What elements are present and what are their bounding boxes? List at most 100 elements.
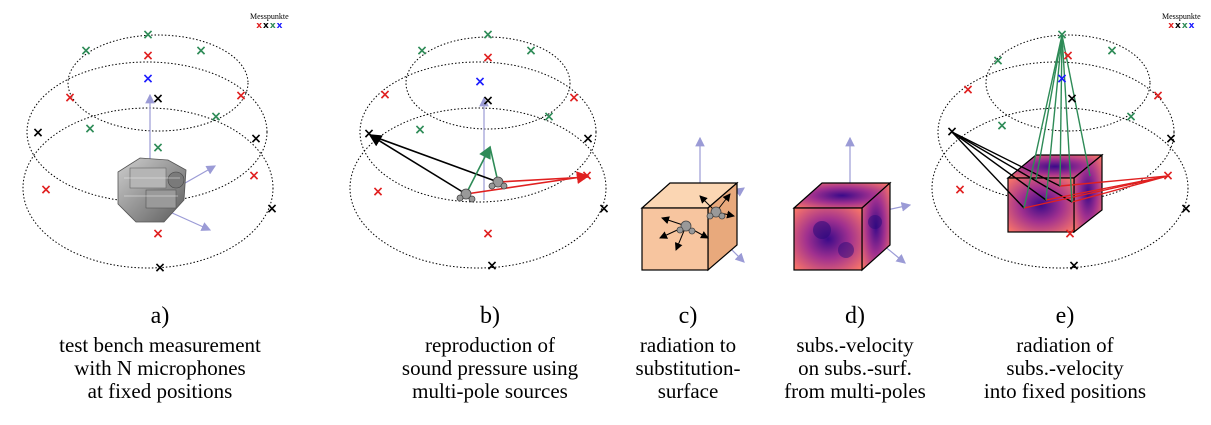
svg-text:×: × xyxy=(266,201,278,217)
panel-a-mic-marks: × × × × × × × × × × × × × × × × × × xyxy=(32,27,278,276)
svg-text:×: × xyxy=(416,43,428,59)
svg-text:×: × xyxy=(250,131,262,147)
measurement-ring-middle xyxy=(359,61,597,203)
measurement-ring-lower xyxy=(931,107,1189,269)
svg-text:×: × xyxy=(152,140,164,156)
panel-d-diagram xyxy=(792,136,912,272)
svg-text:×: × xyxy=(1180,201,1192,217)
svg-text:×: × xyxy=(954,182,966,198)
svg-text:×: × xyxy=(32,125,44,141)
caption-d: d) subs.-velocity on subs.-surf. from mu… xyxy=(770,303,940,403)
caption-e: e) radiation of subs.-velocity into fixe… xyxy=(945,303,1185,403)
svg-text:×: × xyxy=(1056,71,1068,87)
caption-line: multi-pole sources xyxy=(412,379,568,403)
caption-line: radiation of xyxy=(1016,333,1114,357)
legend-panel-e: Messpunkte xxxx xyxy=(1162,12,1201,31)
svg-text:×: × xyxy=(372,184,384,200)
svg-text:×: × xyxy=(142,48,154,64)
caption-line: radiation to xyxy=(639,333,737,357)
svg-text:×: × xyxy=(1152,88,1164,104)
svg-text:×: × xyxy=(992,53,1004,69)
measurement-ring-lower xyxy=(349,107,607,269)
svg-text:×: × xyxy=(363,126,375,142)
legend-mark-black: x xyxy=(1175,21,1181,31)
svg-text:×: × xyxy=(1106,43,1118,59)
svg-text:×: × xyxy=(154,260,166,276)
svg-text:×: × xyxy=(1056,27,1068,43)
legend-mark-black: x xyxy=(263,21,269,31)
svg-text:×: × xyxy=(946,124,958,140)
svg-text:×: × xyxy=(80,43,92,59)
svg-text:×: × xyxy=(195,43,207,59)
svg-text:×: × xyxy=(1062,48,1074,64)
svg-text:×: × xyxy=(1125,109,1137,125)
legend-mark-red: x xyxy=(256,21,263,31)
svg-text:×: × xyxy=(1066,91,1078,107)
caption-line: reproduction of xyxy=(424,333,556,357)
svg-text:×: × xyxy=(84,121,96,137)
panel-b-mic-marks: × × × × × × × × × × × × × × × × × xyxy=(363,27,610,274)
svg-text:×: × xyxy=(996,118,1008,134)
svg-text:×: × xyxy=(248,168,260,184)
caption-letter: a) xyxy=(150,303,170,329)
svg-text:×: × xyxy=(235,88,247,104)
caption-line: from multi-poles xyxy=(784,379,926,403)
caption-line: subs.-velocity xyxy=(796,333,914,357)
caption-line: test bench measurement xyxy=(59,333,261,357)
svg-text:×: × xyxy=(210,109,222,125)
svg-text:×: × xyxy=(40,182,52,198)
caption-line: on subs.-surf. xyxy=(798,356,912,380)
legend-title: Messpunkte xyxy=(250,12,289,21)
caption-line: subs.-velocity xyxy=(1006,356,1124,380)
caption-c: c) radiation to substitution- surface xyxy=(625,304,751,403)
measurement-ring-lower xyxy=(22,107,274,269)
caption-a: a) test bench measurement with N microph… xyxy=(20,303,300,403)
legend-mark-red: x xyxy=(1168,21,1175,31)
svg-text:×: × xyxy=(482,93,494,109)
legend-marks: xxxx xyxy=(250,21,289,31)
caption-letter: e) xyxy=(1055,303,1075,329)
panel-c-diagram xyxy=(640,136,745,272)
caption-line: sound pressure using xyxy=(401,356,579,380)
measurement-ring-middle xyxy=(937,61,1175,203)
svg-text:×: × xyxy=(152,91,164,107)
svg-text:×: × xyxy=(525,43,537,59)
panel-b-diagram: × × × × × × × × × × × × × × × × × xyxy=(349,27,610,274)
caption-line: at fixed positions xyxy=(87,379,233,403)
engine-image xyxy=(117,157,187,223)
legend-title: Messpunkte xyxy=(1162,12,1201,21)
svg-text:×: × xyxy=(142,27,154,43)
panel-e-diagram: × × × × × × × × × × × × × × × × × xyxy=(931,27,1192,274)
svg-text:×: × xyxy=(1068,258,1080,274)
svg-text:×: × xyxy=(64,90,76,106)
caption-letter: d) xyxy=(845,303,865,329)
panel-e-mic-marks: × × × × × × × × × × × × × × × × × xyxy=(946,27,1192,274)
svg-text:×: × xyxy=(581,168,593,184)
legend-panel-a: Messpunkte xxxx xyxy=(250,12,289,31)
svg-text:×: × xyxy=(142,71,154,87)
svg-text:×: × xyxy=(1064,226,1076,242)
svg-text:×: × xyxy=(582,131,594,147)
svg-text:×: × xyxy=(379,87,391,103)
svg-text:×: × xyxy=(474,74,486,90)
svg-text:×: × xyxy=(1165,131,1177,147)
multipole-sources xyxy=(456,176,508,203)
svg-text:×: × xyxy=(568,90,580,106)
svg-text:×: × xyxy=(482,27,494,43)
legend-mark-green: x xyxy=(1181,21,1188,31)
caption-letter: b) xyxy=(480,303,500,329)
legend-marks: xxxx xyxy=(1162,21,1201,31)
svg-text:×: × xyxy=(482,50,494,66)
source-lines xyxy=(368,134,590,195)
svg-text:×: × xyxy=(482,226,494,242)
legend-mark-green: x xyxy=(269,21,276,31)
substitution-box-c xyxy=(640,181,739,272)
legend-mark-blue: x xyxy=(276,21,283,31)
measurement-diagram: × × × × × × × × × × × × × × × × × × xyxy=(22,27,1192,276)
svg-text:×: × xyxy=(486,258,498,274)
substitution-box-d xyxy=(792,181,892,272)
legend-mark-blue: x xyxy=(1188,21,1195,31)
svg-text:×: × xyxy=(598,201,610,217)
measurement-ring-upper xyxy=(67,34,249,132)
caption-line: surface xyxy=(657,379,719,403)
